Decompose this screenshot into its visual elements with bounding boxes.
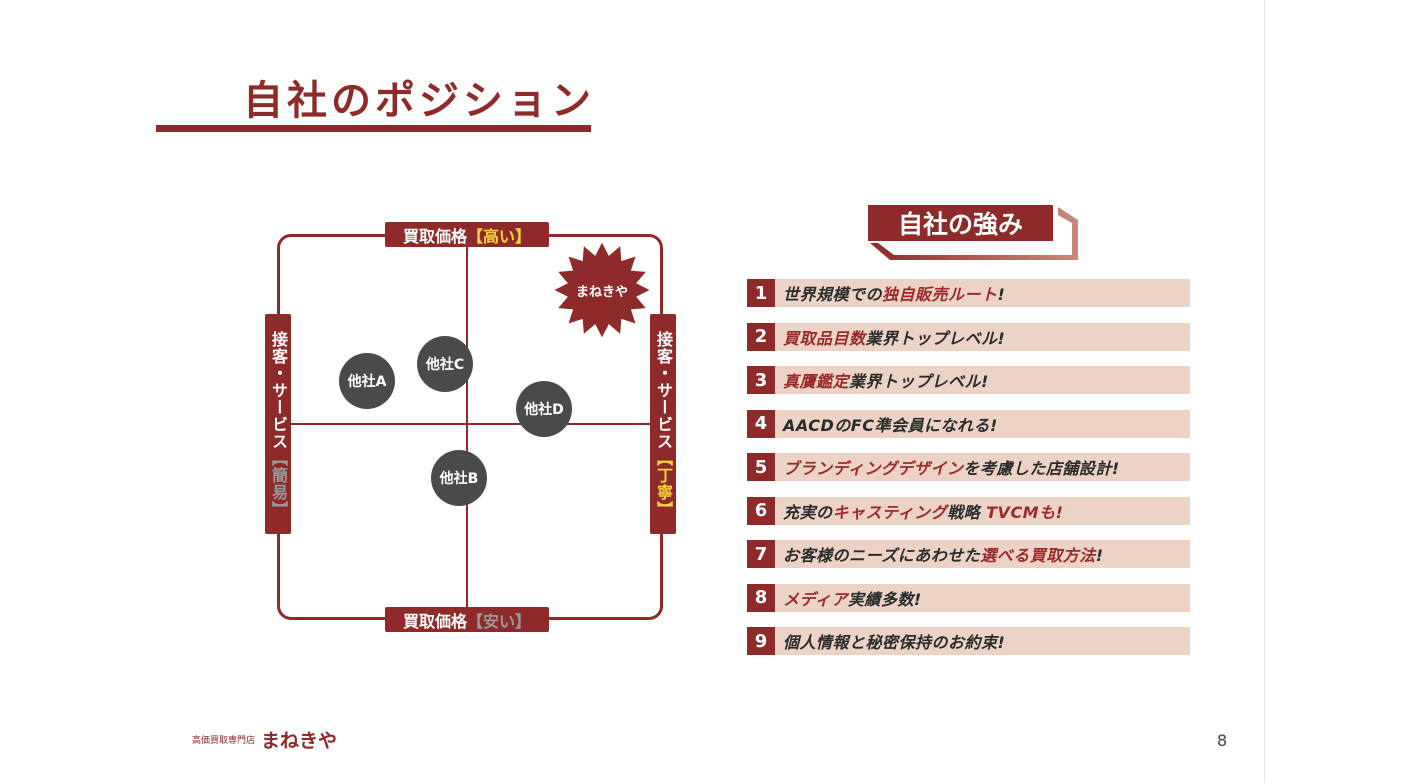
footer-tagline: 高価買取専門店 (192, 736, 256, 746)
strength-text: 世界規模での独自販売ルート! (775, 281, 1005, 305)
plain-text: 業界トップレベル! (849, 372, 989, 391)
highlight-text: 買取品目数 (783, 328, 866, 348)
page-number: 8 (1217, 731, 1228, 750)
strength-number: 1 (747, 279, 775, 307)
competitor-c: 他社C (417, 336, 473, 392)
axis-label-main: 接客・サービス (269, 330, 288, 450)
strength-text: 買取品目数業界トップレベル! (775, 325, 1005, 349)
plain-text: ! (1095, 546, 1104, 565)
axis-label-tag: 【簡易】 (269, 449, 288, 518)
strengths-heading: 自社の強み (897, 209, 1023, 239)
strengths-heading-banner (868, 205, 1078, 260)
footer-logo: まねきや (261, 730, 338, 752)
strength-number: 8 (747, 583, 775, 612)
axis-label-bottom: 買取価格【安い】 (385, 607, 549, 632)
strength-text: メディア実績多数! (775, 586, 922, 610)
strength-number: 6 (747, 496, 775, 525)
highlight-text: 真贋鑑定 (783, 372, 850, 391)
self-position-star: まねきや (551, 239, 653, 341)
title-underline (156, 125, 591, 132)
axis-label-main: 接客・サービス (654, 330, 673, 450)
plain-text: 世界規模での (783, 285, 883, 304)
highlight-text: 独自販売ルート (882, 285, 998, 304)
strength-number: 5 (747, 453, 775, 481)
strength-text: 個人情報と秘密保持のお約束! (775, 629, 1005, 653)
highlight-text: メディア (783, 589, 848, 609)
axis-label-main: 買取価格 (402, 611, 467, 631)
starburst-icon (551, 239, 653, 341)
plain-text: 業界トップレベル! (865, 328, 1006, 348)
strength-item: 9 個人情報と秘密保持のお約束! (747, 627, 1190, 655)
strength-number: 7 (747, 540, 775, 568)
page-title: 自社のポジション (243, 78, 595, 124)
self-label: まねきや (575, 284, 628, 300)
highlight-text: 選べる買取方法 (980, 546, 1096, 565)
strength-text: 充実のキャスティング戦略 TVCMも! (775, 499, 1063, 523)
plain-text: AACDのFC準会員になれる! (783, 415, 998, 435)
strength-text: AACDのFC準会員になれる! (775, 412, 998, 436)
axis-label-tag: 【高い】 (467, 226, 532, 246)
highlight-text: ブランディングデザイン (783, 459, 964, 478)
highlight-text: キャスティング (832, 502, 948, 522)
strength-text: お客様のニーズにあわせた選べる買取方法! (775, 542, 1104, 566)
strength-number: 9 (747, 627, 775, 655)
plain-text: を考慮した店舗設計! (963, 459, 1120, 478)
plain-text: 充実の (783, 502, 833, 522)
axis-label-tag: 【安い】 (467, 611, 532, 631)
horizontal-axis (279, 423, 661, 425)
strength-text: 真贋鑑定業界トップレベル! (775, 368, 989, 392)
strength-number: 2 (747, 322, 775, 351)
competitor-d: 他社D (516, 381, 572, 437)
vertical-axis (466, 236, 468, 618)
plain-text: お客様のニーズにあわせた (783, 546, 981, 565)
axis-label-left: 接客・サービス【簡易】 (265, 314, 291, 534)
axis-label-main: 買取価格 (402, 226, 467, 246)
axis-label-tag: 【丁寧】 (654, 449, 673, 518)
plain-text: 実績多数! (847, 589, 922, 609)
highlight-text: TVCMも! (986, 502, 1064, 522)
strength-text: ブランディングデザインを考慮した店舗設計! (775, 455, 1120, 479)
slide-edge (1264, 0, 1265, 783)
strength-number: 4 (747, 409, 775, 438)
competitor-b: 他社B (431, 450, 487, 506)
plain-text: 戦略 (947, 502, 987, 522)
plain-text: 個人情報と秘密保持のお約束! (783, 633, 1006, 652)
plain-text: ! (997, 285, 1006, 304)
strength-item: 4 AACDのFC準会員になれる! (747, 409, 1190, 438)
axis-label-right: 接客・サービス【丁寧】 (650, 314, 676, 534)
competitor-a: 他社A (339, 353, 395, 409)
axis-label-top: 買取価格【高い】 (385, 222, 549, 247)
strength-number: 3 (747, 366, 775, 394)
